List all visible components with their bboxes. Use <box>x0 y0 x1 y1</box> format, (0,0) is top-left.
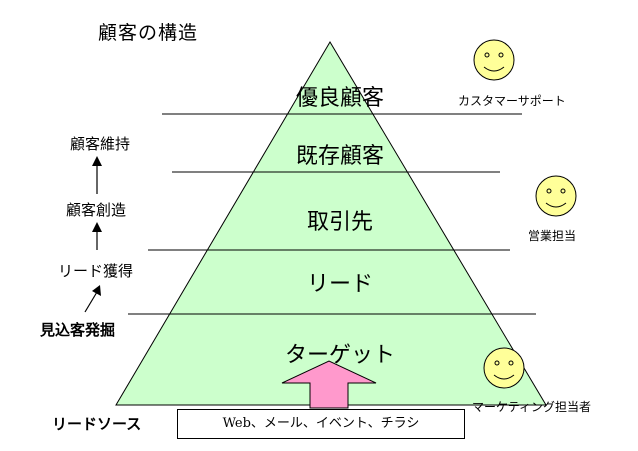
stage-arrow-2 <box>92 222 102 250</box>
tier-label-business-partners: 取引先 <box>306 210 373 235</box>
stage-label-lead-acquisition: リード獲得 <box>58 262 134 280</box>
role-label-customer-support: カスタマーサポート <box>458 94 566 108</box>
smiley-icon-sales <box>535 175 577 217</box>
stage-label-customer-retention: 顧客維持 <box>70 135 131 153</box>
role-label-marketing: マーケティング担当者 <box>472 400 592 414</box>
smiley-icon-marketing <box>483 347 525 389</box>
tier-label-leads: リード <box>306 272 373 297</box>
diagram-title: 顧客の構造 <box>98 22 199 44</box>
tier-label-existing-customers: 既存顧客 <box>295 144 384 169</box>
stage-arrow-1 <box>92 156 102 194</box>
lead-source-label: リードソース <box>52 415 142 433</box>
stage-label-prospect-discovery: 見込客発掘 <box>40 321 116 339</box>
lead-source-box: Web、メール、イベント、チラシ <box>177 409 465 439</box>
stage-label-customer-creation: 顧客創造 <box>66 201 127 219</box>
tier-label-premium-customers: 優良顧客 <box>295 86 384 111</box>
lead-source-arrow <box>281 360 377 409</box>
role-label-sales: 営業担当 <box>528 229 577 243</box>
stage-arrow-3 <box>84 285 101 313</box>
tier-label-targets: ターゲット <box>284 343 395 368</box>
smiley-icon-customer-support <box>473 39 515 81</box>
